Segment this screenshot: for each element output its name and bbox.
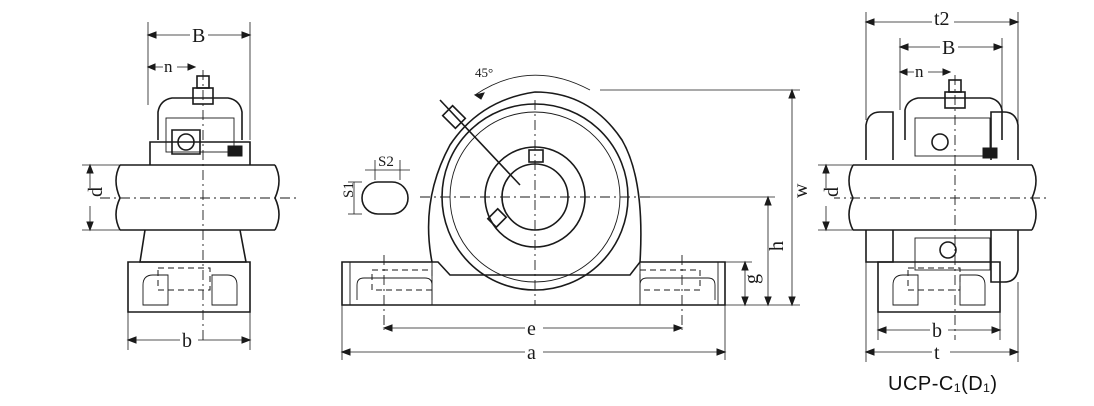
dim-t: t <box>934 342 940 364</box>
dim-e: e <box>527 318 536 340</box>
dim-n-left: n <box>164 57 173 76</box>
model-caption: UCP-C₁(D₁) <box>888 373 998 395</box>
dim-S1: S1 <box>341 182 357 198</box>
dim-angle: 45° <box>475 65 493 80</box>
dim-g: g <box>741 274 763 284</box>
dim-B-left: B <box>192 25 205 47</box>
dim-S2: S2 <box>378 154 394 170</box>
dim-B-right: B <box>942 37 955 59</box>
left-side-view: B n d <box>80 22 300 352</box>
center-front-view: 45° S2 S1 w h g <box>340 65 812 364</box>
dim-a: a <box>527 342 536 364</box>
right-side-view: t2 B n d <box>816 8 1050 364</box>
dim-h: h <box>766 241 788 251</box>
dim-b-right: b <box>932 320 942 342</box>
dim-d-right: d <box>821 187 843 197</box>
dim-b-left: b <box>182 330 192 352</box>
dim-d-left: d <box>85 187 107 197</box>
dim-w: w <box>790 183 812 198</box>
dim-t2: t2 <box>934 8 950 30</box>
dim-n-right: n <box>915 62 924 81</box>
